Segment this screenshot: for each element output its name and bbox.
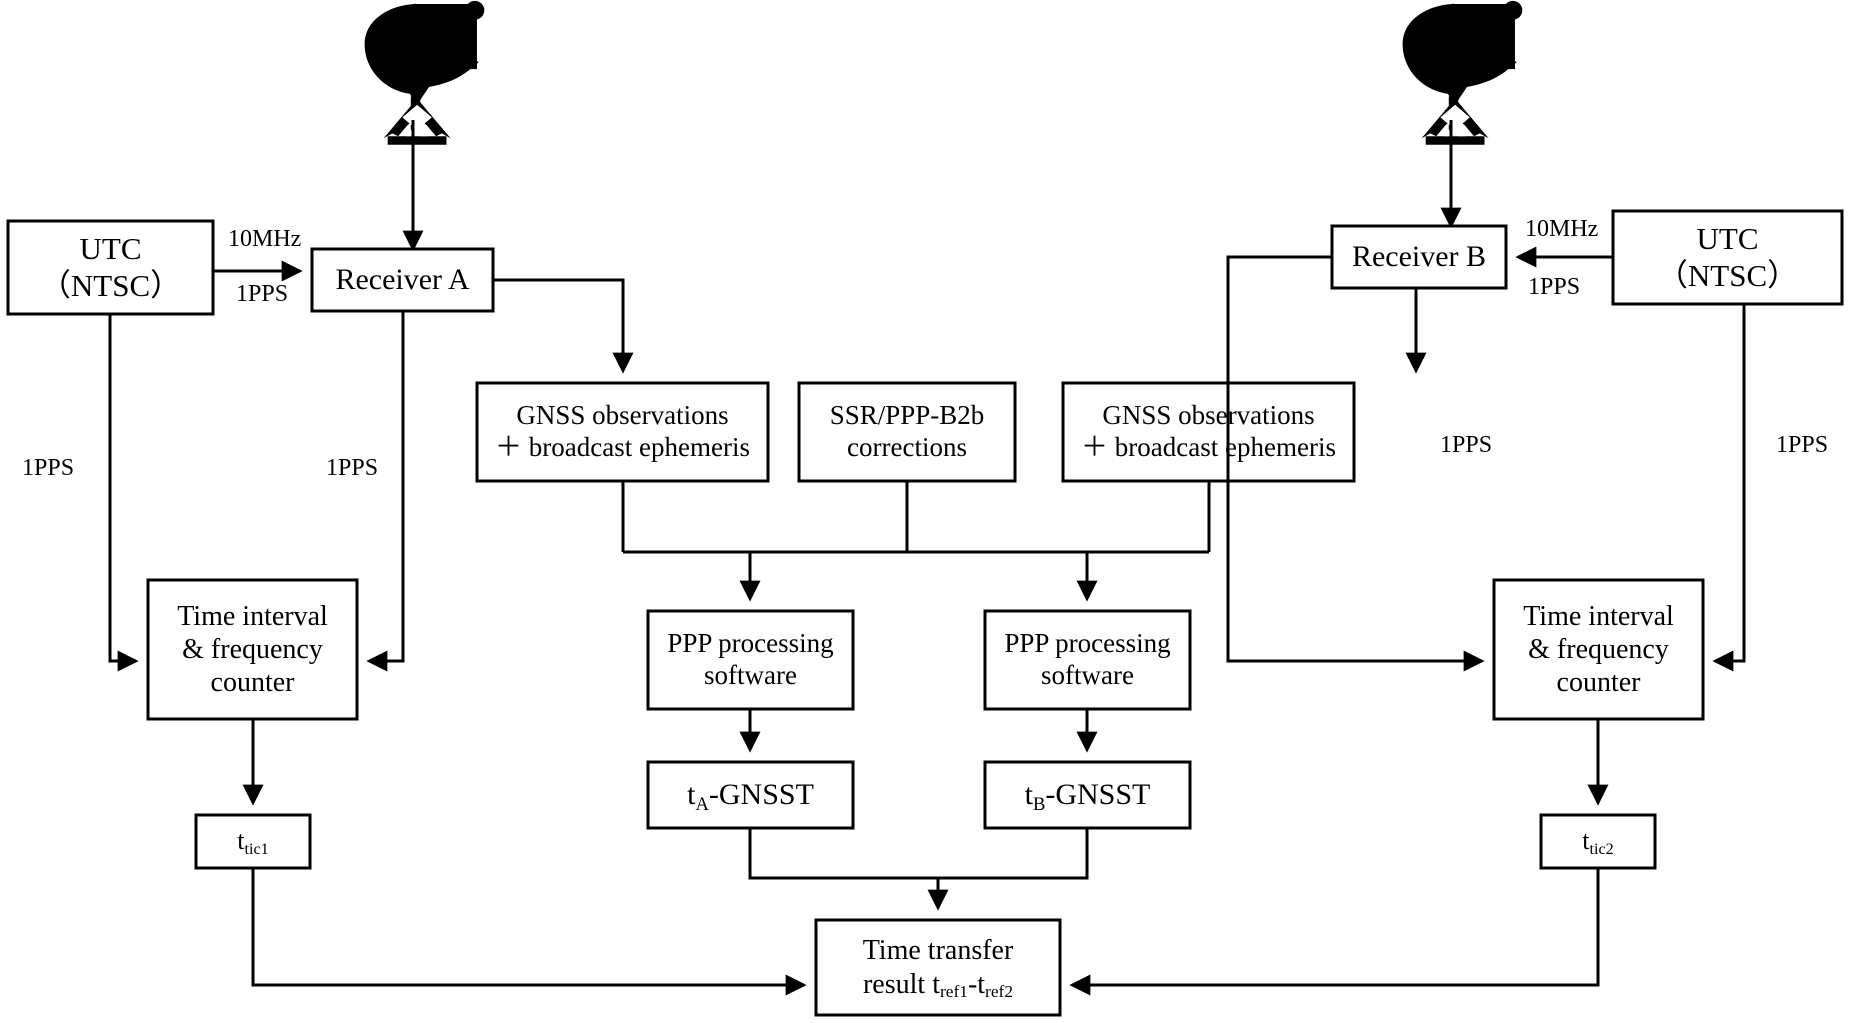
box-ssr-corrections: [797, 381, 1017, 483]
wire-receiver-b-to-counter-right: [1226, 255, 1485, 672]
edge-label-right-10mhz: 10MHz: [1525, 216, 1599, 242]
satellite-dish-icon-right: [1402, 0, 1523, 145]
satellite-dish-icon-left: [364, 0, 485, 145]
wire-receiver-a-to-counter-left: [366, 311, 405, 672]
edge-label-left-1pps-receiver: 1PPS: [236, 281, 289, 307]
edge-label-right-1pps-receiver-down: 1PPS: [1440, 432, 1493, 458]
edge-label-right-1pps-receiver: 1PPS: [1528, 274, 1581, 300]
box-tb-gnsst: [983, 760, 1192, 830]
wire-gnsst-join-bus: [748, 828, 1089, 880]
wire-ttic2-to-result: [1069, 868, 1600, 996]
edge-label-left-1pps-receiver-down: 1PPS: [326, 455, 379, 481]
box-gnss-observations-b: [1061, 381, 1356, 483]
wire-utc-right-to-counter-right: [1712, 304, 1746, 672]
box-ppp-processing-left: [646, 609, 855, 711]
wire-ttic1-to-result: [251, 868, 807, 996]
box-counter-left: [146, 578, 359, 721]
box-ttic1: [194, 813, 312, 870]
edge-label-left-10mhz: 10MHz: [228, 226, 302, 252]
box-time-transfer-result: [814, 918, 1062, 1017]
wire-utc-left-to-counter-left: [108, 314, 139, 672]
box-utc-right: [1611, 209, 1844, 306]
edge-label-left-1pps-utc-down: 1PPS: [22, 455, 75, 481]
box-gnss-observations-a: [475, 381, 770, 483]
box-receiver-a: [310, 247, 495, 313]
box-utc-left: [6, 219, 215, 316]
box-receiver-b: [1330, 224, 1508, 290]
wire-receiver-a-to-gnss-observations-a: [493, 278, 634, 374]
box-ta-gnsst: [646, 760, 855, 830]
box-ttic2: [1539, 813, 1657, 870]
box-ppp-processing-right: [983, 609, 1192, 711]
edge-label-right-1pps-utc-down: 1PPS: [1776, 432, 1829, 458]
box-counter-right: [1492, 578, 1705, 721]
